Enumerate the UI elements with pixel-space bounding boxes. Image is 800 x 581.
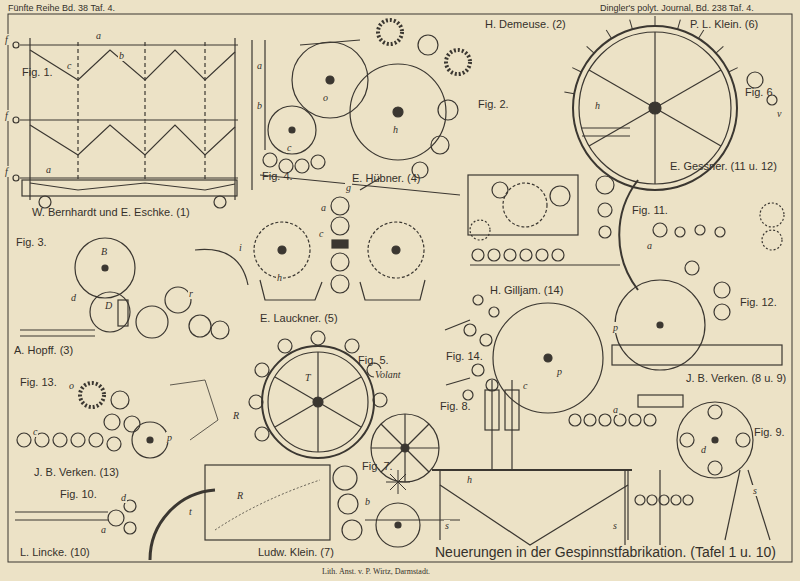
part-letter: h <box>594 100 601 111</box>
part-letter: a <box>45 164 52 175</box>
part-letter: T <box>304 372 312 383</box>
header-note: Fünfte Reihe Bd. 38 Taf. 4. <box>8 3 115 13</box>
part-letter: b <box>256 100 263 111</box>
figure-caption: L. Lincke. (10) <box>20 546 90 558</box>
part-letter: d <box>700 444 707 455</box>
figure-number: Fig. 6. <box>745 86 776 98</box>
figure-caption: J. B. Verken. (13) <box>34 466 119 478</box>
part-letter: R <box>232 410 240 421</box>
part-letter: o <box>68 380 75 391</box>
part-letter: s <box>752 485 758 496</box>
figure-number: Fig. 8. <box>440 400 471 412</box>
part-letter: r <box>188 288 194 299</box>
part-letter: t <box>188 506 193 517</box>
figure-number: Fig. 4. <box>262 170 293 182</box>
part-letter: b <box>118 50 125 61</box>
figure-number: Fig. 13. <box>20 376 57 388</box>
figure-number: Fig. 11. <box>632 204 668 216</box>
figure-caption: H. Demeuse. (2) <box>485 18 566 30</box>
part-letter: v <box>776 108 782 119</box>
part-letter: s <box>612 520 618 531</box>
figure-caption: W. Bernhardt und E. Eschke. (1) <box>32 206 190 218</box>
figure-caption: E. Lauckner. (5) <box>260 312 338 324</box>
part-letter: h <box>276 272 283 283</box>
part-letter: i <box>238 242 243 253</box>
figure-caption: Ludw. Klein. (7) <box>258 546 334 558</box>
part-letter: s <box>444 520 450 531</box>
figure-number: Fig. 2. <box>478 98 509 110</box>
part-letter: D <box>104 300 113 311</box>
figure-caption: J. B. Verken. (8 u. 9) <box>686 372 786 384</box>
part-letter: B <box>100 246 108 257</box>
part-letter: R <box>236 490 244 501</box>
figure-number: Fig. 9. <box>754 426 785 438</box>
part-letter: b <box>364 496 371 507</box>
part-letter: a <box>320 202 327 213</box>
figure-caption: H. Gilljam. (14) <box>490 284 563 296</box>
figure-number: Fig. 3. <box>16 236 47 248</box>
part-letter: c <box>66 60 72 71</box>
part-letter: c <box>318 228 324 239</box>
figure-caption: A. Hopff. (3) <box>14 344 73 356</box>
part-letter: c <box>522 380 528 391</box>
part-letter: a <box>100 524 107 535</box>
figure-number: Fig. 14. <box>446 350 483 362</box>
part-letter: a <box>256 60 263 71</box>
figure-number: Fig. 10. <box>60 488 97 500</box>
part-letter: Volant <box>374 369 402 380</box>
part-letter: f <box>4 110 9 121</box>
plate-title: Neuerungen in der Gespinnstfabrikation. … <box>435 544 776 560</box>
part-letter: a <box>646 240 653 251</box>
part-letter: f <box>4 34 9 45</box>
figure-number: Fig. 5. <box>358 354 389 366</box>
part-letter: g <box>345 182 352 193</box>
part-letter: d <box>70 292 77 303</box>
header-note: Dingler's polyt. Journal, Bd. 238 Taf. 4… <box>600 3 754 13</box>
figure-number: Fig. 12. <box>740 296 777 308</box>
part-letter: h <box>466 474 473 485</box>
part-letter: p <box>556 366 563 377</box>
part-letter: c <box>286 142 292 153</box>
figure-number: Fig. 1. <box>22 66 53 78</box>
part-letter: f <box>4 166 9 177</box>
figure-number: Fig. 7. <box>362 460 393 472</box>
part-letter: p <box>166 432 173 443</box>
part-letter: p <box>612 322 619 333</box>
figure-caption: P. L. Klein. (6) <box>690 18 758 30</box>
part-letter: o <box>322 92 329 103</box>
lithographer-credit: Lith. Anst. v. P. Wirtz, Darmstadt. <box>322 567 430 576</box>
figure-caption: E. Hübner. (4) <box>352 172 420 184</box>
part-letter: d <box>120 492 127 503</box>
part-letter: a <box>95 30 102 41</box>
figure-caption: E. Gessner. (11 u. 12) <box>670 160 777 172</box>
part-letter: c <box>32 426 38 437</box>
part-letter: h <box>392 124 399 135</box>
part-letter: a <box>612 404 619 415</box>
